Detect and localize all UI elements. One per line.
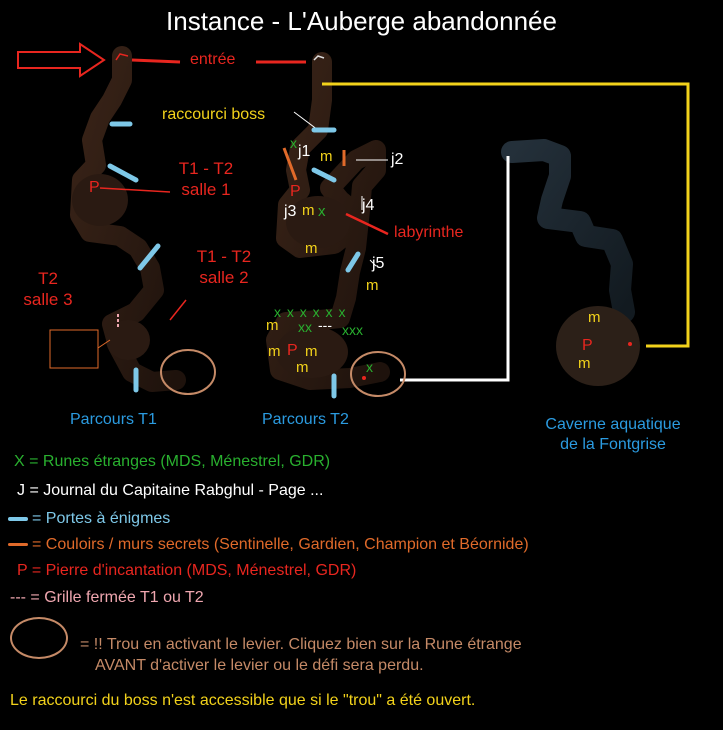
pierre-marker-t2-top: P [290,183,301,200]
legend-trou-line1: = !! Trou en activant le levier. Cliquez… [80,636,522,653]
parcours-t2-label: Parcours T2 [262,411,349,428]
raccourci-boss-line [322,82,690,348]
caverne-corridor [501,139,635,323]
labyrinthe-label: labyrinthe [394,224,464,241]
mob-marker: m [578,355,591,372]
journal-j1: j1 [298,143,311,160]
legend-trou-line2: AVANT d'activer le levier ou le défi ser… [95,657,424,674]
trou-circle-icon [10,617,68,659]
trou-to-caverne-line [400,156,510,382]
mob-marker: m [296,359,309,376]
raccourci-boss-pointer [293,111,319,131]
footer-note: Le raccourci du boss n'est accessible qu… [10,692,476,709]
pierre-marker-t1: P [89,179,100,196]
rune-marker: x [318,203,326,220]
entree-line-left [131,58,181,64]
parcours-t1-map [70,46,186,392]
mob-marker: m [366,277,379,294]
journal-j2: j2 [391,151,404,168]
parcours-t1-label: Parcours T1 [70,411,157,428]
journal-j5: j5 [372,255,385,272]
door-bar-icon [8,516,28,521]
raccourci-boss-label: raccourci boss [162,106,266,123]
entry-arrow-icon [17,42,106,78]
entree-label: entrée [190,51,236,68]
t2-corridor [266,52,390,390]
mob-marker: m [268,343,281,360]
grille-marker: --- [318,317,332,333]
salle3-box [49,329,99,369]
legend-couloirs: = Couloirs / murs secrets (Sentinelle, G… [8,536,529,554]
legend-portes: = Portes à énigmes [8,510,170,528]
caverne-map [501,139,640,386]
caverne-label: Caverne aquatique de la Fontgrise [545,416,681,453]
rune-marker: x [366,359,373,375]
rune-row: x x x x x x [274,304,347,320]
rune-pair: xx [298,319,312,335]
mob-marker: m [320,148,333,165]
legend-runes: X = Runes étranges (MDS, Ménestrel, GDR) [14,453,331,470]
portes-enigmes [107,121,361,399]
mob-marker: m [305,343,318,360]
rune-marker: x [290,135,297,151]
pierre-marker-t2-bottom: P [287,342,298,359]
mob-marker: m [302,202,315,219]
page-title: Instance - L'Auberge abandonnée [166,6,557,36]
salle2-label: T1 - T2 salle 2 [196,247,252,287]
journal-j3: j3 [284,203,297,220]
mob-marker: m [266,317,279,334]
trou-circle-t2 [350,351,406,397]
trou-circle-t1 [160,349,216,395]
rune-triple: xxx [342,322,363,338]
journal-j4: j4 [362,197,375,214]
legend-journal: J = Journal du Capitaine Rabghul - Page … [17,482,324,499]
salle1-label: T1 - T2 salle 1 [178,159,234,199]
mob-marker: m [305,240,318,257]
parcours-t2-map [266,52,390,390]
couloir-secret-1 [282,147,298,181]
labyrinthe-pointer [345,212,389,236]
salle3-label: T2 salle 3 [23,269,73,309]
legend-grille: --- = Grille fermée T1 ou T2 [10,589,204,606]
mob-marker: m [588,309,601,326]
pierre-marker-caverne: P [582,337,593,354]
legend-pierre: P = Pierre d'incantation (MDS, Ménestrel… [17,562,357,579]
corridor-bar-icon [8,543,28,547]
